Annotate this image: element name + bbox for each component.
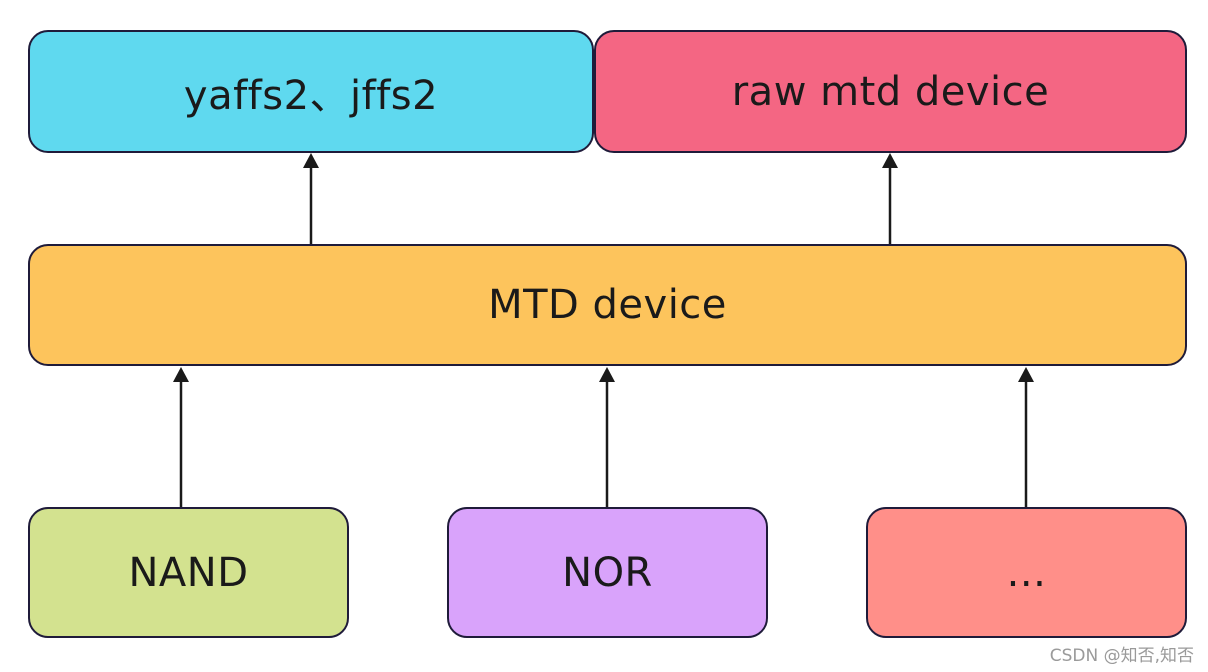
mtd-device-label: MTD device (488, 282, 727, 328)
nor-label: NOR (562, 549, 653, 596)
nor-box: NOR (447, 507, 768, 638)
raw-mtd-device-label: raw mtd device (731, 68, 1050, 115)
raw-mtd-device-box: raw mtd device (594, 30, 1187, 153)
nand-box: NAND (28, 507, 349, 638)
arrowhead-nor-to-mtd (599, 367, 615, 382)
other-device-box: ... (866, 507, 1187, 638)
arrowhead-nand-to-mtd (173, 367, 189, 382)
mtd-device-box: MTD device (28, 244, 1187, 366)
arrowhead-mtd-to-filesystems (303, 153, 319, 168)
filesystems-box: yaffs2、jffs2 (28, 30, 594, 153)
filesystems-label: yaffs2、jffs2 (183, 72, 439, 119)
other-device-label: ... (1006, 549, 1047, 596)
nand-label: NAND (128, 549, 249, 596)
arrowhead-other-to-mtd (1018, 367, 1034, 382)
watermark: CSDN @知否,知否 (1049, 646, 1194, 666)
arrowhead-mtd-to-raw (882, 153, 898, 168)
